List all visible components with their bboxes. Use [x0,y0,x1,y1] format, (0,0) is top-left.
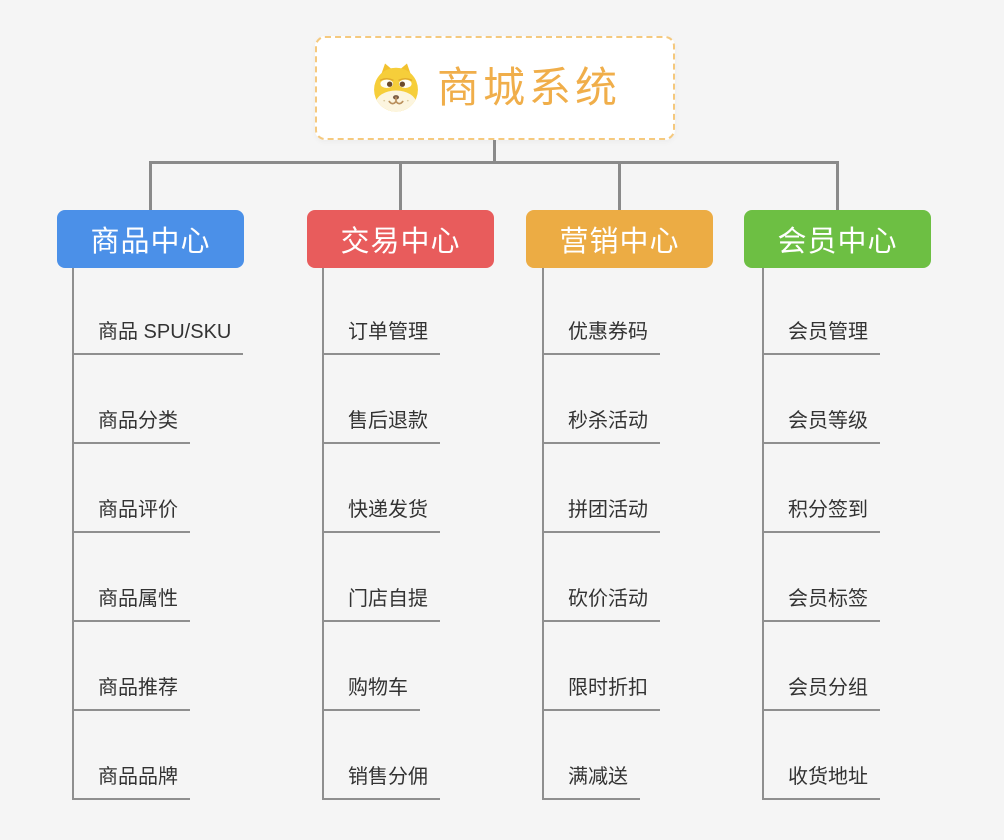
mindmap-item[interactable]: 销售分佣 [322,711,440,800]
item-label[interactable]: 商品评价 [72,498,190,533]
mindmap-item[interactable]: 限时折扣 [542,622,660,711]
mindmap-item[interactable]: 商品推荐 [72,622,243,711]
branch-items-marketing-center: 优惠券码 秒杀活动 拼团活动 砍价活动 限时折扣 满减送 [542,266,660,800]
item-label[interactable]: 商品推荐 [72,676,190,711]
item-label[interactable]: 商品分类 [72,409,190,444]
mindmap-item[interactable]: 砍价活动 [542,533,660,622]
mindmap-item[interactable]: 会员标签 [762,533,880,622]
mindmap-item[interactable]: 商品分类 [72,355,243,444]
item-label[interactable]: 收货地址 [762,765,880,800]
item-label[interactable]: 售后退款 [322,409,440,444]
connector-trunk [72,268,74,800]
mindmap-item[interactable]: 商品品牌 [72,711,243,800]
item-label[interactable]: 会员管理 [762,320,880,355]
connector-trunk [322,268,324,800]
item-label[interactable]: 快递发货 [322,498,440,533]
item-label[interactable]: 商品 SPU/SKU [72,320,244,355]
branch-items-member-center: 会员管理 会员等级 积分签到 会员标签 会员分组 收货地址 [762,266,880,800]
item-label[interactable]: 门店自提 [322,587,440,622]
mindmap-item[interactable]: 满减送 [542,711,660,800]
item-label[interactable]: 限时折扣 [542,676,660,711]
item-label[interactable]: 销售分佣 [322,765,440,800]
mindmap-item[interactable]: 商品 SPU/SKU [72,266,244,355]
branch-node-member-center[interactable]: 会员中心 [744,210,931,268]
item-label[interactable]: 商品品牌 [72,765,190,800]
item-label[interactable]: 会员标签 [762,587,880,622]
connector-trunk [762,268,764,800]
item-label[interactable]: 购物车 [322,676,420,711]
mindmap-item[interactable]: 会员分组 [762,622,880,711]
mindmap-item[interactable]: 会员管理 [762,266,880,355]
item-label[interactable]: 会员分组 [762,676,880,711]
connector-trunk [542,268,544,800]
item-label[interactable]: 订单管理 [322,320,440,355]
item-label[interactable]: 秒杀活动 [542,409,660,444]
mindmap-item[interactable]: 秒杀活动 [542,355,660,444]
branch-items-trade-center: 订单管理 售后退款 快递发货 门店自提 购物车 销售分佣 [322,266,440,800]
item-label[interactable]: 满减送 [542,765,640,800]
mindmap-item[interactable]: 商品属性 [72,533,243,622]
connector-drop-product [149,161,152,210]
item-label[interactable]: 会员等级 [762,409,880,444]
connector-drop-member [836,161,839,210]
item-label[interactable]: 砍价活动 [542,587,660,622]
item-label[interactable]: 积分签到 [762,498,880,533]
mindmap-item[interactable]: 购物车 [322,622,440,711]
mindmap-item[interactable]: 收货地址 [762,711,880,800]
dog-face-icon [374,63,418,112]
item-label[interactable]: 拼团活动 [542,498,660,533]
mindmap-item[interactable]: 积分签到 [762,444,880,533]
item-label[interactable]: 优惠券码 [542,320,660,355]
connector-drop-trade [399,161,402,210]
connector-drop-marketing [618,161,621,210]
mindmap-item[interactable]: 拼团活动 [542,444,660,533]
mindmap-item[interactable]: 门店自提 [322,533,440,622]
mindmap-item[interactable]: 会员等级 [762,355,880,444]
root-title: 商城系统 [436,64,621,111]
branch-node-trade-center[interactable]: 交易中心 [307,210,494,268]
mindmap-item[interactable]: 优惠券码 [542,266,660,355]
branch-items-product-center: 商品 SPU/SKU 商品分类 商品评价 商品属性 商品推荐 商品品牌 [72,266,244,800]
root-node[interactable]: 商城系统 [315,36,675,140]
mindmap-item[interactable]: 订单管理 [322,266,440,355]
connector-horizontal-bar [149,161,839,164]
branch-node-product-center[interactable]: 商品中心 [57,210,244,268]
branch-node-marketing-center[interactable]: 营销中心 [526,210,713,268]
mindmap-item[interactable]: 快递发货 [322,444,440,533]
item-label[interactable]: 商品属性 [72,587,190,622]
connector-root-stub [493,140,496,163]
mindmap-item[interactable]: 售后退款 [322,355,440,444]
mindmap-item[interactable]: 商品评价 [72,444,243,533]
